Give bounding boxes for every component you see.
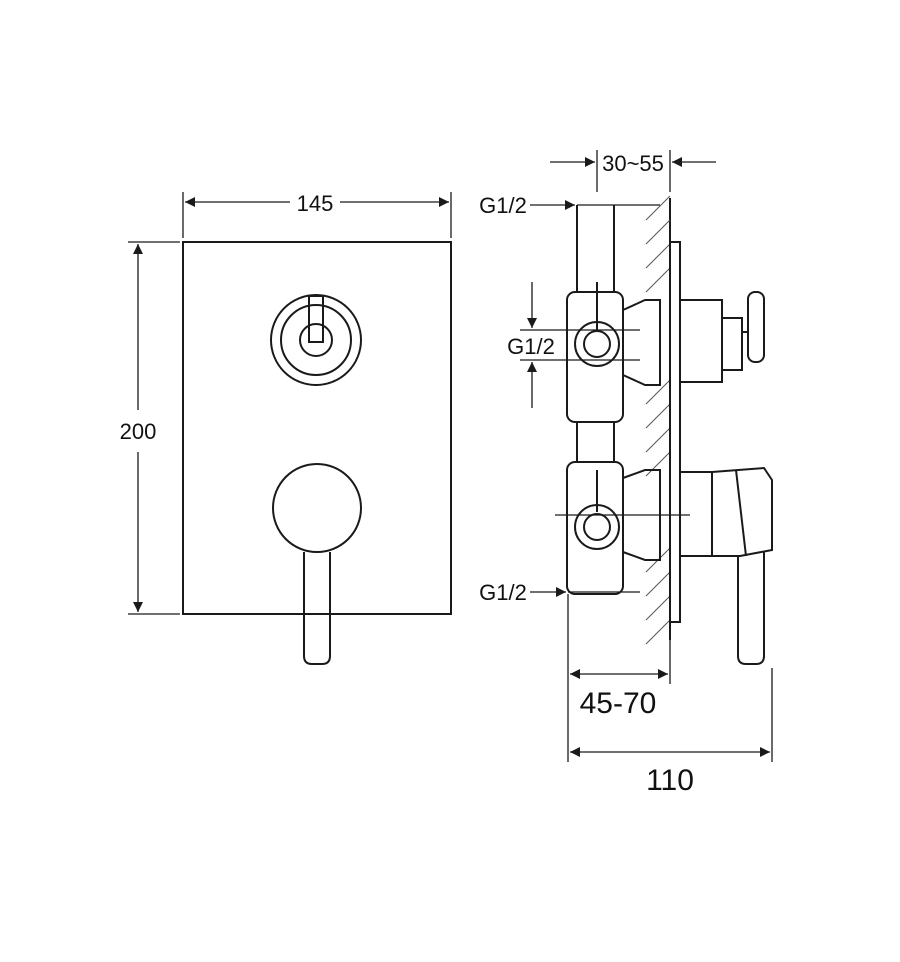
side-view: 30~55 G1/2 G1/2 G1/2 <box>479 150 773 797</box>
height-label: 200 <box>120 419 157 444</box>
depth-dimension: 45-70 <box>567 594 671 762</box>
width-dimension: 145 <box>182 191 452 238</box>
offset-dimension: 30~55 <box>550 150 716 192</box>
mixer-valve-body <box>566 461 773 665</box>
cover-plate-profile <box>669 241 681 623</box>
thread-bottom-label: G1/2 <box>479 580 527 605</box>
depth-label: 45-70 <box>580 687 657 720</box>
height-dimension: 200 <box>120 241 180 615</box>
offset-label: 30~55 <box>602 151 664 176</box>
thread-top-label: G1/2 <box>479 193 527 218</box>
supply-pipe <box>576 205 615 462</box>
total-depth-dimension: 110 <box>570 668 773 797</box>
front-view: 145 200 <box>120 191 452 665</box>
total-depth-label: 110 <box>646 764 694 797</box>
thread-mid-label: G1/2 <box>507 334 555 359</box>
cover-plate <box>182 241 452 615</box>
diverter-valve-body <box>566 282 765 423</box>
width-label: 145 <box>297 191 334 216</box>
diverter-knob <box>270 294 362 386</box>
thread-top-callout: G1/2 <box>479 193 660 218</box>
thread-bottom-callout: G1/2 <box>479 580 640 605</box>
wall-section <box>645 195 671 645</box>
thread-mid-callout: G1/2 <box>507 282 640 408</box>
mixer-handle <box>272 463 362 665</box>
